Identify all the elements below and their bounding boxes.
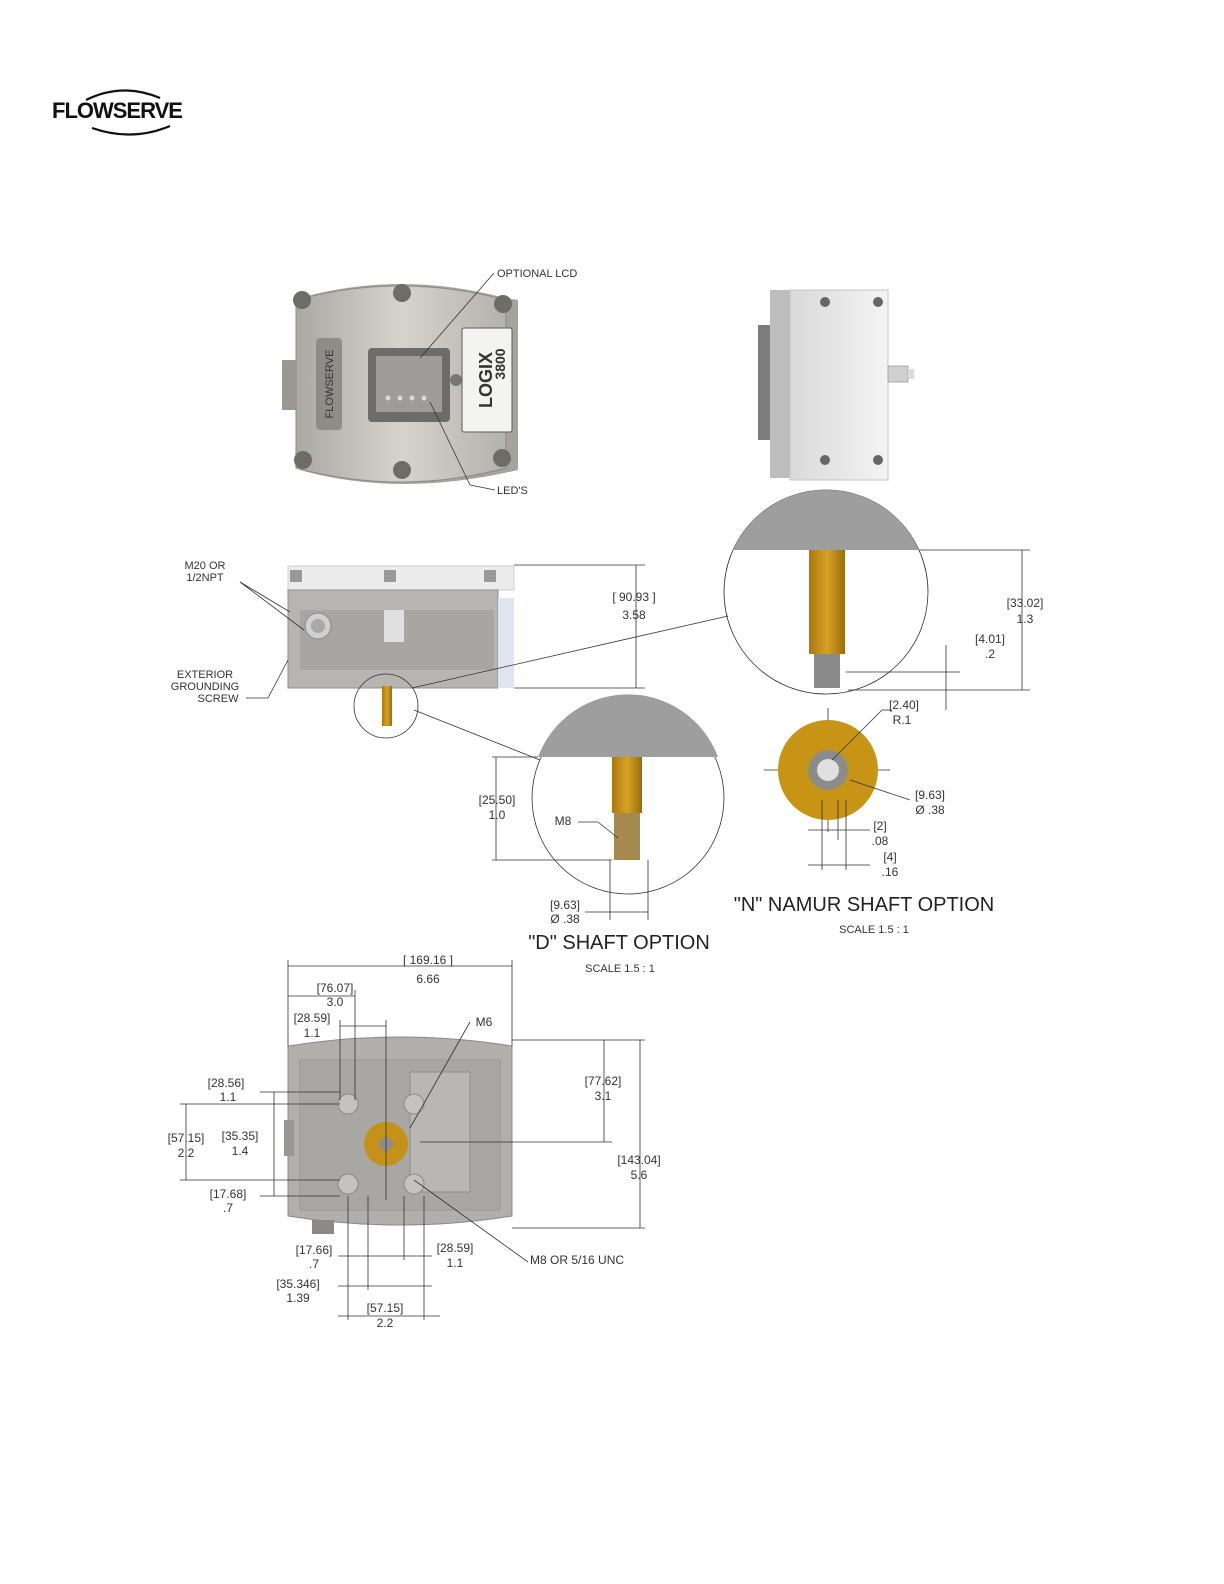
led-icon	[385, 395, 391, 401]
cover-bolt-icon	[494, 295, 512, 313]
dim-h28-in: 1.1	[220, 1090, 237, 1104]
callout-optional-lcd: OPTIONAL LCD	[497, 268, 577, 280]
dim-h77-mm: [77.62]	[585, 1074, 622, 1088]
n-detail-scale: SCALE 1.5 : 1	[839, 924, 909, 936]
n-dim-flat-large-in: .16	[882, 865, 899, 879]
cover-bolt-icon	[493, 449, 511, 467]
n-namur-detail: [33.02] 1.3 [4.01] .2 [2.40] R.1 [9.63] …	[723, 489, 1044, 936]
callout-m6: M6	[476, 1015, 493, 1029]
callout-m8: M8 OR 5/16 UNC	[530, 1253, 624, 1267]
led-icon	[421, 395, 427, 401]
d-detail-scale: SCALE 1.5 : 1	[585, 963, 655, 975]
d-shaft-detail: [25.50] 1.0 M8 [9.63] Ø .38 "D" SHAFT OP…	[479, 694, 725, 975]
dim-b17-mm: [17.66]	[296, 1243, 333, 1257]
n-detail-title: "N" NAMUR SHAFT OPTION	[734, 894, 995, 916]
logo-swoosh-icon	[85, 89, 171, 136]
dim-h35-mm: [35.35]	[222, 1129, 259, 1143]
dim-h57-in: 2.2	[178, 1146, 195, 1160]
d-dim-height-mm: [25.50]	[479, 793, 516, 807]
label-brand-text: LOGIX	[476, 352, 496, 408]
callout-port-line1: M20 OR	[185, 560, 226, 572]
dim-height-mm: [ 90.93 ]	[612, 590, 655, 604]
dim-b35-mm: [35.346]	[276, 1277, 319, 1291]
dim-b28-in: 1.1	[447, 1256, 464, 1270]
lcd-window	[376, 356, 442, 412]
front-view: FLOWSERVE LOGIX 3800 OPTIONAL LCD LED'S	[282, 268, 577, 497]
n-dim-height-in: 1.3	[1017, 612, 1034, 626]
dim-total-width-mm: [ 169.16 ]	[403, 953, 453, 967]
d-detail-title: "D" SHAFT OPTION	[528, 932, 710, 954]
bottom-view: [ 169.16 ] 6.66 [76.07] 3.0 [28.59] 1.1 …	[168, 953, 661, 1330]
flowserve-logo: FLOWSERVE	[52, 84, 192, 140]
cover-bolt-icon	[393, 461, 411, 479]
n-dim-flat-large-mm: [4]	[883, 850, 896, 864]
dim-28a-mm: [28.59]	[294, 1011, 331, 1025]
n-dim-diameter-mm: [9.63]	[915, 788, 945, 802]
led-icon	[409, 395, 415, 401]
dim-h17-mm: [17.68]	[210, 1187, 247, 1201]
d-dim-diameter-in: Ø .38	[550, 912, 580, 926]
dim-b57-mm: [57.15]	[367, 1301, 404, 1315]
callout-ground-line1: EXTERIOR	[177, 669, 233, 681]
n-dim-height-mm: [33.02]	[1007, 596, 1044, 610]
dim-h77-in: 3.1	[595, 1089, 612, 1103]
n-dim-tip-mm: [4.01]	[975, 632, 1005, 646]
side-profile-view	[758, 289, 914, 481]
n-dim-flat-small-in: .08	[872, 834, 889, 848]
dim-total-width-in: 6.66	[416, 972, 440, 986]
callout-port-line2: 1/2NPT	[186, 572, 224, 584]
dim-h28-mm: [28.56]	[208, 1076, 245, 1090]
dim-b57-in: 2.2	[377, 1316, 394, 1330]
n-dim-diameter-in: Ø .38	[915, 803, 945, 817]
cover-bolt-icon	[293, 291, 311, 309]
n-dim-tip-in: .2	[985, 647, 995, 661]
dim-b35-in: 1.39	[286, 1291, 310, 1305]
dim-h35-in: 1.4	[232, 1144, 249, 1158]
callout-ground-line2: GROUNDING	[171, 681, 239, 693]
dim-h143-in: 5.6	[631, 1168, 648, 1182]
dim-b17-in: .7	[309, 1257, 319, 1271]
dim-h143-mm: [143.04]	[617, 1153, 660, 1167]
side-section-view: M20 OR 1/2NPT EXTERIOR GROUNDING SCREW […	[171, 560, 729, 761]
n-dim-flat-small-mm: [2]	[873, 819, 886, 833]
logo-text: FLOWSERVE	[52, 98, 183, 123]
cover-brand-text: FLOWSERVE	[324, 350, 336, 419]
dim-b28-mm: [28.59]	[437, 1241, 474, 1255]
n-dim-radius-in: R.1	[893, 713, 912, 727]
dim-h57-mm: [57.15]	[168, 1131, 205, 1145]
cover-bolt-icon	[393, 284, 411, 302]
cover-bolt-icon	[294, 451, 312, 469]
d-thread-label: M8	[555, 814, 572, 828]
callout-ground-line3: SCREW	[198, 693, 240, 705]
d-dim-diameter-mm: [9.63]	[550, 898, 580, 912]
d-dim-height-in: 1.0	[489, 808, 506, 822]
dim-h17-in: .7	[223, 1201, 233, 1215]
dim-height-in: 3.58	[622, 608, 646, 622]
n-dim-radius-mm: [2.40]	[889, 698, 919, 712]
led-icon	[397, 395, 403, 401]
label-model-text: 3800	[492, 348, 508, 379]
callout-leds: LED'S	[497, 485, 528, 497]
dim-28a-in: 1.1	[304, 1026, 321, 1040]
dim-76-mm: [76.07]	[317, 981, 354, 995]
dim-76-in: 3.0	[327, 995, 344, 1009]
